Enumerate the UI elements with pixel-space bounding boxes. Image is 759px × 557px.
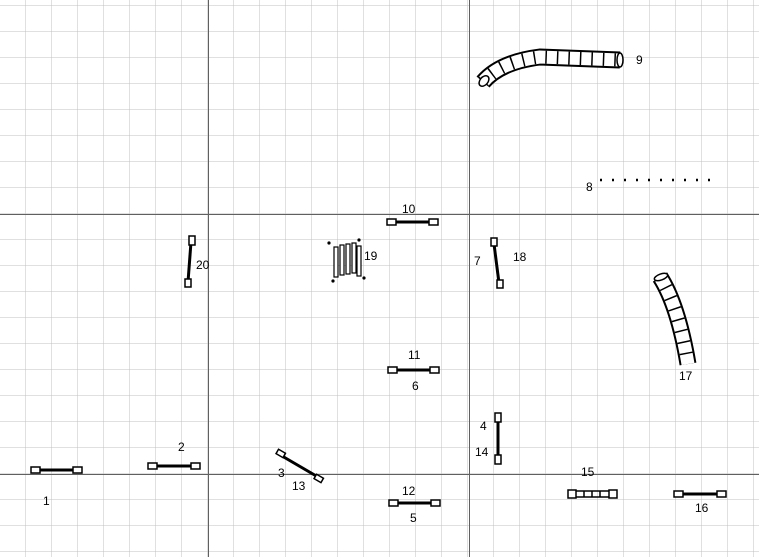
label-2: 2 (178, 440, 185, 454)
label-12: 12 (402, 484, 416, 498)
jump-3-13[interactable] (275, 448, 325, 484)
jump-12-5[interactable] (388, 499, 441, 507)
tunnel-17[interactable] (652, 272, 697, 366)
label-17: 17 (679, 369, 693, 383)
label-9: 9 (636, 53, 643, 67)
label-3: 3 (278, 466, 285, 480)
label-1: 1 (43, 494, 50, 508)
label-6: 6 (412, 379, 419, 393)
jump-2[interactable] (147, 462, 201, 470)
weave-19[interactable] (327, 238, 366, 283)
label-8: 8 (586, 180, 593, 194)
label-11: 11 (408, 348, 421, 362)
label-19: 19 (364, 249, 378, 263)
tunnel-9[interactable] (476, 48, 624, 88)
jump-20[interactable] (184, 235, 196, 288)
label-4: 4 (480, 419, 487, 433)
jump-1[interactable] (30, 466, 83, 474)
jump-7-18[interactable] (490, 237, 504, 289)
jump-16[interactable] (673, 490, 727, 498)
label-10: 10 (402, 202, 416, 216)
label-15: 15 (581, 465, 595, 479)
label-16: 16 (695, 501, 709, 515)
label-14: 14 (475, 445, 489, 459)
jump-10[interactable] (386, 218, 439, 226)
label-18: 18 (513, 250, 527, 264)
label-7: 7 (474, 254, 481, 268)
jump-11-6[interactable] (387, 366, 440, 374)
jump-15[interactable] (567, 489, 618, 499)
label-13: 13 (292, 479, 306, 493)
jump-4-14[interactable] (494, 412, 502, 465)
label-5: 5 (410, 511, 417, 525)
label-20: 20 (196, 258, 210, 272)
obstacle-numbers: 1 2 3 4 5 6 7 8 9 10 11 12 13 14 15 16 1… (43, 53, 709, 525)
